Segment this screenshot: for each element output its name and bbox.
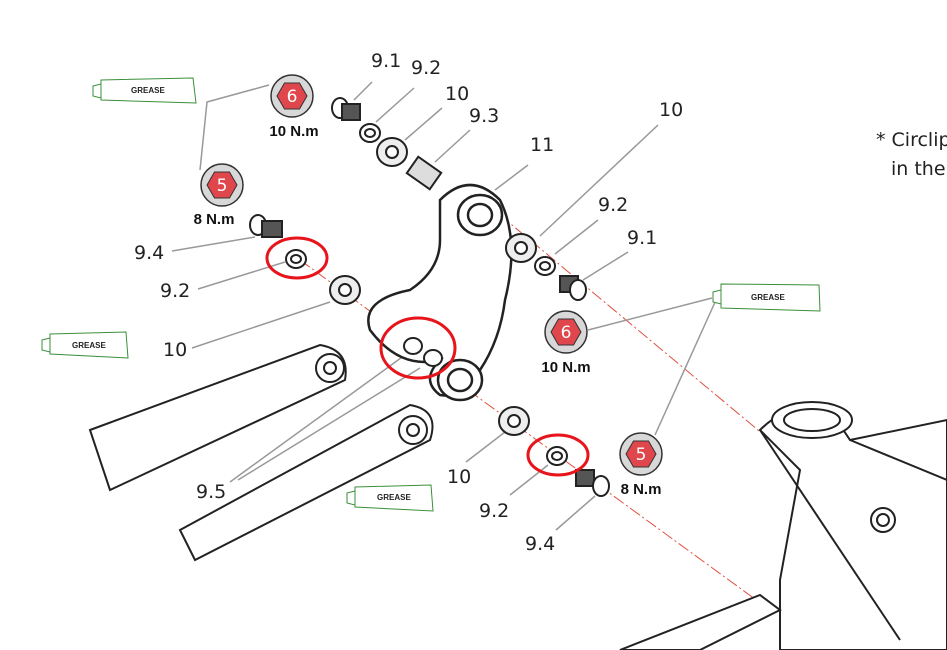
part-labels: 9.1 9.2 10 9.3 11 10 9.2 9.1 9.4 9.2 10 … bbox=[134, 50, 683, 555]
part-label: 9.4 bbox=[525, 533, 555, 555]
grease-label: GREASE bbox=[377, 493, 411, 502]
part-label: 9.5 bbox=[196, 481, 226, 503]
grease-label: GREASE bbox=[72, 341, 106, 350]
part-label: 9.3 bbox=[469, 105, 499, 127]
note-line: in the bbox=[891, 158, 946, 180]
torque-value: 10 N.m bbox=[541, 359, 590, 376]
grease-label: GREASE bbox=[751, 293, 785, 302]
torque-value: 10 N.m bbox=[269, 123, 318, 140]
circlip-note: * Circlip in the bbox=[876, 126, 947, 184]
part-label: 9.2 bbox=[411, 57, 441, 79]
part-label: 9.1 bbox=[371, 50, 401, 72]
hex-bit-size: 6 bbox=[561, 323, 572, 343]
torque-value: 8 N.m bbox=[194, 211, 235, 228]
part-label: 9.2 bbox=[598, 194, 628, 216]
part-label: 9.4 bbox=[134, 242, 164, 264]
grease-tube: GREASE bbox=[92, 77, 197, 104]
highlight-bushings bbox=[379, 316, 457, 380]
grease-tube: GREASE bbox=[346, 484, 434, 512]
hex-bit-size: 5 bbox=[217, 176, 228, 196]
part-label: 10 bbox=[445, 83, 469, 105]
grease-tube: GREASE bbox=[41, 331, 129, 359]
seatstays-drawing bbox=[88, 343, 434, 562]
part-label: 10 bbox=[163, 339, 187, 361]
highlight-circles bbox=[265, 236, 590, 477]
part-label: 9.2 bbox=[160, 280, 190, 302]
highlight-washer-right bbox=[526, 433, 590, 477]
hardware-parts bbox=[249, 97, 610, 497]
part-label: 10 bbox=[447, 466, 471, 488]
part-label: 11 bbox=[530, 134, 554, 156]
torque-badge: 5 8 N.m bbox=[619, 432, 663, 498]
hex-bit-size: 6 bbox=[287, 87, 298, 107]
grease-tube: GREASE bbox=[712, 283, 821, 312]
torque-badge: 6 10 N.m bbox=[541, 310, 591, 376]
part-label: 9.1 bbox=[627, 227, 657, 249]
torque-value: 8 N.m bbox=[621, 481, 662, 498]
torque-badge: 5 8 N.m bbox=[194, 163, 244, 228]
highlight-washer-left bbox=[265, 236, 329, 280]
frame-drawing bbox=[619, 401, 947, 650]
part-label: 9.2 bbox=[479, 500, 509, 522]
part-label: 10 bbox=[659, 99, 683, 121]
grease-label: GREASE bbox=[131, 86, 165, 95]
note-line: * Circlip bbox=[876, 129, 947, 151]
hex-bit-size: 5 bbox=[636, 445, 647, 465]
torque-badge: 6 10 N.m bbox=[269, 74, 319, 140]
